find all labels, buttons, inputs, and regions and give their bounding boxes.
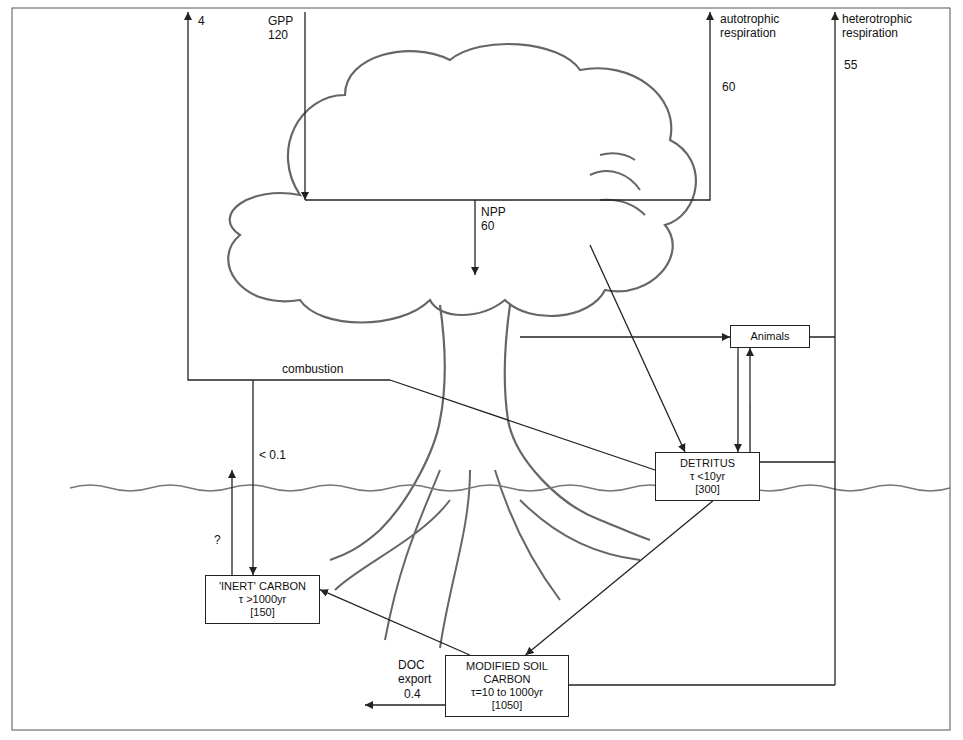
tree-canopy (228, 44, 696, 323)
pool-value: [150] (210, 606, 315, 619)
flux-line (569, 337, 835, 685)
flux-connector (737, 348, 738, 452)
tree-trunk (505, 305, 650, 540)
flux-label: ? (214, 533, 221, 547)
flux-label: 60 (481, 219, 494, 233)
flux-arrow (365, 704, 445, 705)
flux-connector (749, 348, 750, 452)
flux-label: heterotrophic respiration (842, 12, 938, 40)
carbon-pool-box: MODIFIED SOIL CARBONτ=10 to 1000yr[1050] (445, 655, 569, 717)
frame (12, 8, 950, 730)
flux-label: < 0.1 (259, 448, 286, 462)
flux-label: 120 (268, 28, 288, 42)
pool-name: DETRITUS (660, 457, 755, 470)
pool-name: MODIFIED SOIL CARBON (450, 660, 564, 686)
pool-name: 'INERT' CARBON (210, 580, 315, 593)
flux-label: 0.4 (404, 687, 421, 701)
pool-value: τ <10yr (660, 470, 755, 483)
flux-arrow (474, 200, 475, 275)
flux-arrow (520, 336, 730, 337)
flux-label: DOC export (398, 658, 442, 686)
flux-label: NPP (481, 205, 506, 219)
flux-label: 60 (722, 80, 735, 94)
flux-label: 55 (844, 58, 857, 72)
flux-connector (526, 501, 713, 655)
pool-value: [1050] (450, 699, 564, 712)
flux-arrow (252, 380, 253, 575)
flux-label: autotrophic respiration (720, 12, 802, 40)
flux-label: 4 (198, 14, 205, 28)
pool-value: [300] (660, 483, 755, 496)
tree-trunk (330, 305, 445, 560)
carbon-pool-box: Animals (730, 325, 810, 348)
flux-arrow (231, 470, 232, 575)
flux-label: combustion (282, 362, 343, 376)
flux-connector (320, 590, 470, 655)
ground-line (70, 485, 950, 491)
tree-roots (335, 470, 640, 648)
pool-value: τ >1000yr (210, 593, 315, 606)
pool-name: Animals (735, 330, 805, 343)
pool-value: τ=10 to 1000yr (450, 686, 564, 699)
flux-line (390, 380, 655, 470)
flux-arrow (188, 12, 390, 380)
flux-arrow (305, 12, 710, 200)
flux-arrow (304, 12, 305, 200)
flux-arrow (834, 12, 835, 685)
carbon-pool-box: 'INERT' CARBONτ >1000yr[150] (205, 575, 320, 624)
flux-label: GPP (268, 14, 293, 28)
flux-arrow (590, 245, 685, 452)
canopy-detail (590, 153, 645, 215)
carbon-pool-box: DETRITUSτ <10yr[300] (655, 452, 760, 501)
